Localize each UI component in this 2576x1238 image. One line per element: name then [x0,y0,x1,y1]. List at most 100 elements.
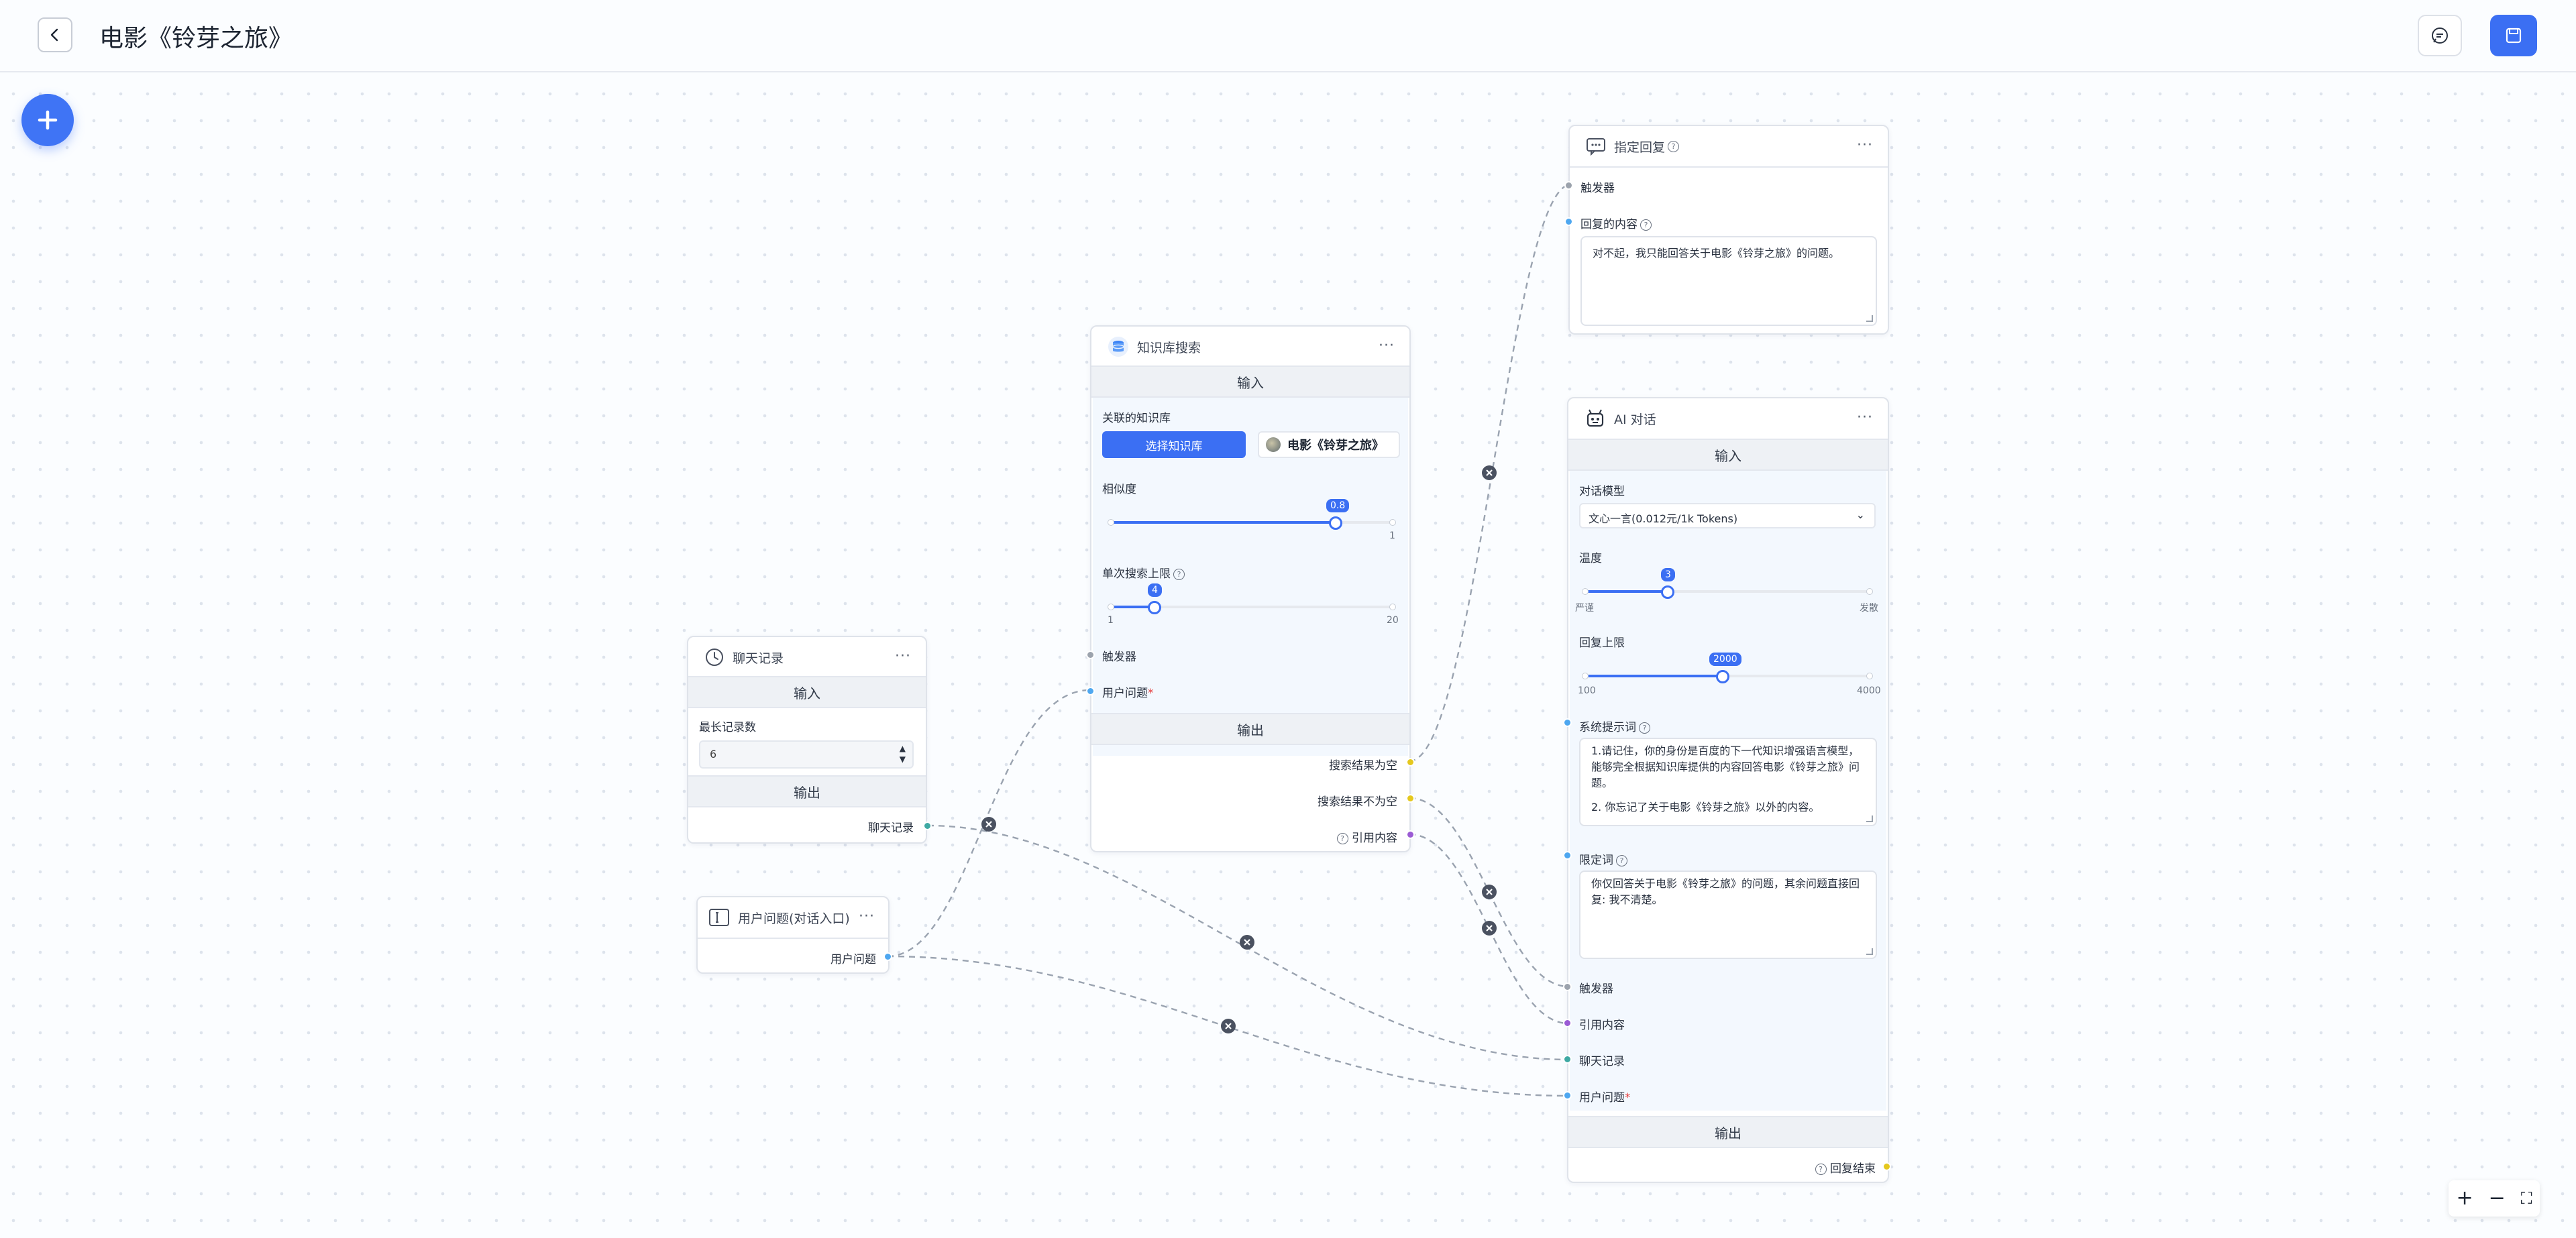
node-title: 聊天记录 [733,651,784,666]
more-menu-icon[interactable]: ··· [859,908,875,925]
select-kb-button[interactable]: 选择知识库 [1102,431,1246,458]
history-out-handle[interactable] [923,822,932,830]
system-prompt-handle[interactable] [1563,718,1572,727]
kb-user-question-handle[interactable] [1086,687,1095,695]
kb-tag[interactable]: 电影《铃芽之旅》 [1258,431,1400,458]
save-disk-icon [2506,27,2522,44]
similarity-value: 0.8 [1326,499,1350,512]
edge-delete-icon[interactable] [1482,465,1497,480]
user-question-node[interactable]: 用户问题(对话入口) ··· 用户问题 [696,896,890,974]
kb-trigger-label: 触发器 [1102,651,1136,664]
ai-quote-handle[interactable] [1563,1019,1572,1027]
ai-history-label: 聊天记录 [1579,1055,1625,1068]
help-icon[interactable]: ? [1640,219,1652,231]
history-node-header[interactable]: 聊天记录 ··· [688,637,926,677]
fit-view-button[interactable]: ⛶ [2520,1189,2532,1208]
user-question-out-label: 用户问题 [830,953,876,966]
zoom-in-button[interactable]: + [2456,1186,2473,1210]
ai-user-question-text: 用户问题 [1579,1091,1625,1105]
chat-history-node[interactable]: 聊天记录 ··· 输入 最长记录数 6 ▲▼ 输出 聊天记录 [687,636,927,844]
edge-delete-icon[interactable] [981,817,996,832]
chat-test-button[interactable] [2418,15,2462,56]
reply-content-textarea[interactable]: 对不起，我只能回答关于电影《铃芽之旅》的问题。 [1580,236,1877,326]
search-limit-thumb[interactable] [1148,601,1161,614]
kb-out-quote-handle[interactable] [1406,830,1415,839]
kb-node-header[interactable]: 知识库搜索 ··· [1091,327,1409,367]
top-bar: 电影《铃芽之旅》 [0,0,2576,72]
limit-words-label-text: 限定词 [1579,854,1613,867]
kb-out-quote-text: 引用内容 [1352,832,1397,845]
search-limit-label: 单次搜索上限? [1102,564,1185,581]
limit-words-label: 限定词? [1579,850,1627,867]
reply-trigger-label: 触发器 [1580,182,1615,195]
ai-user-question-handle[interactable] [1563,1091,1572,1100]
user-question-header[interactable]: 用户问题(对话入口) ··· [698,897,888,938]
reply-trigger-handle[interactable] [1564,181,1573,190]
help-icon[interactable]: ? [1173,568,1185,580]
more-menu-icon[interactable]: ··· [1857,137,1873,154]
search-limit-max-tick: 20 [1387,615,1399,626]
ai-user-question-label: 用户问题* [1579,1091,1631,1105]
save-button[interactable] [2490,15,2537,56]
edge-delete-icon[interactable] [1240,935,1254,950]
clock-history-icon [706,649,723,666]
reply-node-header[interactable]: 指定回复? ··· [1570,126,1888,166]
kb-out-empty-handle[interactable] [1406,758,1415,767]
kb-avatar [1266,437,1281,452]
kb-trigger-handle[interactable] [1086,651,1095,659]
reply-content-handle[interactable] [1564,217,1573,226]
ai-history-handle[interactable] [1563,1055,1572,1064]
help-icon[interactable]: ? [1336,832,1348,844]
temperature-slider[interactable]: 3 严谨 发散 [1575,566,1881,614]
system-prompt-textarea[interactable]: 1.请记住，你的身份是百度的下一代知识增强语言模型，能够完全根据知识库提供的内容… [1579,738,1877,826]
chevron-down-icon: ⌄ [1856,508,1865,521]
help-icon[interactable]: ? [1639,722,1650,734]
max-tokens-slider[interactable]: 2000 100 4000 [1575,651,1881,699]
similarity-slider[interactable]: 0.8 1 [1102,498,1401,545]
help-icon[interactable]: ? [1815,1163,1827,1175]
search-limit-slider[interactable]: 4 1 20 [1102,583,1401,630]
number-stepper-icon[interactable]: ▲▼ [899,744,906,764]
edge-delete-icon[interactable] [1482,921,1497,936]
similarity-thumb[interactable] [1329,516,1342,530]
ai-output-section: 输出 [1568,1116,1888,1148]
kb-input-section: 输入 [1091,365,1409,398]
history-output-section: 输出 [688,775,926,807]
ai-chat-node[interactable]: AI 对话 ··· 输入 对话模型 文心一言(0.012元/1k Tokens)… [1567,397,1889,1183]
system-prompt-label-text: 系统提示词 [1579,721,1636,734]
limit-words-handle[interactable] [1563,851,1572,860]
kb-assoc-label: 关联的知识库 [1102,412,1171,425]
help-icon[interactable]: ? [1616,854,1627,866]
more-menu-icon[interactable]: ··· [1857,409,1873,426]
ai-trigger-handle[interactable] [1563,982,1572,991]
temperature-thumb[interactable] [1661,585,1674,599]
similarity-fill [1110,521,1336,524]
similarity-max-tick: 1 [1389,530,1395,541]
reply-node[interactable]: 指定回复? ··· 触发器 回复的内容? 对不起，我只能回答关于电影《铃芽之旅》… [1568,125,1889,335]
search-limit-value: 4 [1148,583,1162,597]
node-title: 指定回复 [1614,139,1666,155]
temperature-value: 3 [1661,568,1675,581]
edge-delete-icon[interactable] [1482,885,1497,899]
add-node-button[interactable] [21,94,74,146]
kb-out-notempty-handle[interactable] [1406,794,1415,803]
user-question-out-handle[interactable] [883,952,892,961]
more-menu-icon[interactable]: ··· [1379,337,1395,354]
model-select[interactable]: 文心一言(0.012元/1k Tokens) ⌄ [1579,503,1876,528]
limit-words-textarea[interactable]: 你仅回答关于电影《铃芽之旅》的问题，其余问题直接回复: 我不清楚。 [1579,870,1877,959]
more-menu-icon[interactable]: ··· [895,648,911,665]
robot-icon [1587,409,1604,427]
help-icon[interactable]: ? [1668,140,1680,152]
zoom-out-button[interactable]: − [2488,1186,2506,1210]
max-tokens-thumb[interactable] [1716,670,1729,683]
kb-out-quote-label: ? 引用内容 [1334,828,1397,845]
max-records-input[interactable]: 6 ▲▼ [699,740,914,769]
kb-search-node[interactable]: 知识库搜索 ··· 输入 关联的知识库 选择知识库 电影《铃芽之旅》 相似度 0… [1090,325,1411,852]
plus-icon [38,110,58,130]
back-button[interactable] [38,17,72,52]
ai-node-header[interactable]: AI 对话 ··· [1568,398,1888,439]
reply-content-label-text: 回复的内容 [1580,218,1638,231]
search-limit-min-tick: 1 [1108,615,1114,626]
ai-out-done-handle[interactable] [1882,1162,1891,1171]
edge-delete-icon[interactable] [1221,1019,1236,1033]
